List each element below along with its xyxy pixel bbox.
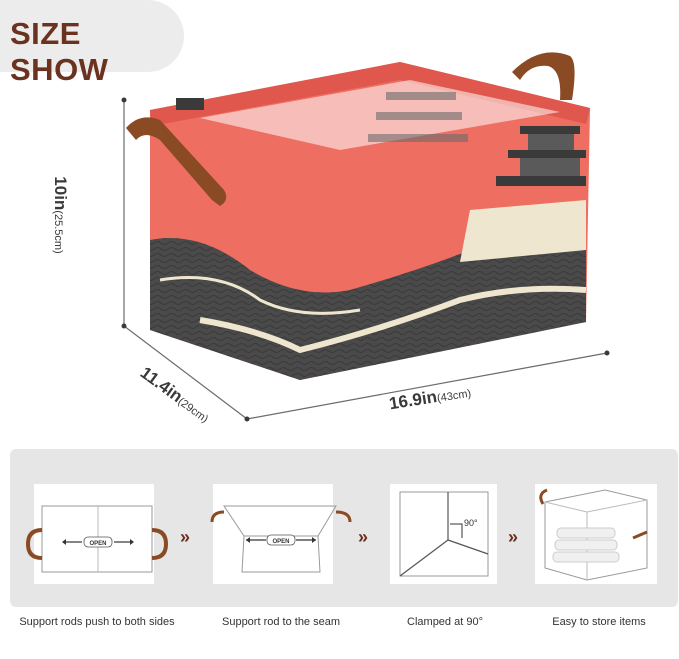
height-inches: 10in bbox=[51, 176, 70, 211]
step-card-1 bbox=[34, 484, 154, 584]
step-2-illustration: OPEN bbox=[210, 505, 352, 573]
step-3-angle-label: 90° bbox=[464, 518, 478, 528]
handle-back-right bbox=[512, 52, 575, 100]
size-show-title: SIZE SHOW bbox=[10, 16, 109, 87]
step-card-3 bbox=[390, 484, 497, 584]
size-show-badge: SIZE SHOW bbox=[0, 0, 184, 87]
step-card-2 bbox=[213, 484, 333, 584]
basket-front bbox=[150, 62, 590, 380]
step-2-caption: Support rod to the seam bbox=[221, 616, 341, 628]
height-cm: (25.5cm) bbox=[52, 210, 64, 254]
handle-left bbox=[126, 117, 227, 206]
chevron-right-icon: » bbox=[358, 527, 368, 547]
width-cm: (43cm) bbox=[436, 387, 472, 405]
basket-illustration bbox=[121, 52, 610, 422]
chevron-right-icon: » bbox=[508, 527, 518, 547]
step-3-illustration: 90° bbox=[399, 491, 489, 577]
chevron-right-icon: » bbox=[180, 527, 190, 547]
step-4-illustration bbox=[539, 488, 648, 581]
step-4-caption: Easy to store items bbox=[552, 616, 646, 628]
step-1-open-label: OPEN bbox=[89, 541, 106, 547]
step-3-caption: Clamped at 90° bbox=[407, 616, 483, 628]
dimension-lines bbox=[123, 100, 608, 420]
dimension-height-label: 10in(25.5cm) bbox=[50, 176, 70, 253]
step-1-illustration: OPEN bbox=[25, 505, 169, 573]
handle-left-clip bbox=[176, 98, 204, 110]
dimension-dots bbox=[121, 97, 610, 422]
step-2-open-label: OPEN bbox=[272, 539, 289, 545]
step-1-caption: Support rods push to both sides bbox=[19, 616, 175, 628]
